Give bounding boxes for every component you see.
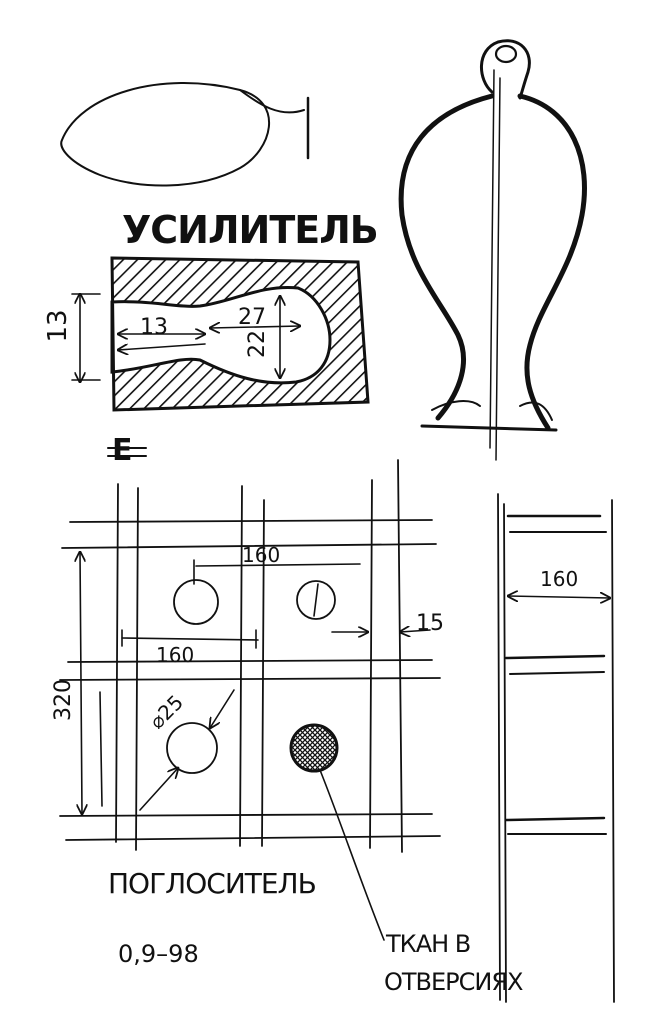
side-dim-width: 160 — [540, 567, 578, 591]
absorber-grid: 160 160 15 320 ⌀25 — [51, 459, 444, 853]
absorber-value: 0,9–98 — [118, 940, 199, 968]
absorber-dim-top: 160 — [242, 543, 280, 567]
note-line-1: ТКАН В — [385, 930, 470, 958]
amp-dim-chamber-h: 22 — [245, 330, 270, 358]
absorber-dim-gap: 15 — [416, 611, 444, 636]
absorber-dim-height: 320 — [51, 679, 76, 721]
amplifier-section: 13 13 27 22 — [43, 256, 370, 412]
amplifier-title: УСИЛИТЕЛЬ — [122, 208, 378, 252]
amp-mark: Е — [112, 433, 133, 468]
absorber-title: ПОГЛОСИТЕЛЬ — [108, 867, 316, 900]
vase-sketch — [398, 39, 587, 461]
amp-dim-height: 13 — [43, 309, 73, 342]
absorber-dim-left: 160 — [156, 643, 194, 667]
amp-dim-chamber-w: 27 — [238, 305, 266, 330]
absorber-dim-diameter: ⌀25 — [145, 690, 188, 733]
note-line-2: ОТВЕРСИЯХ — [384, 968, 523, 996]
side-view: 160 — [497, 493, 615, 1003]
amp-dim-neck: 13 — [140, 315, 168, 340]
lens-sketch — [60, 82, 310, 187]
